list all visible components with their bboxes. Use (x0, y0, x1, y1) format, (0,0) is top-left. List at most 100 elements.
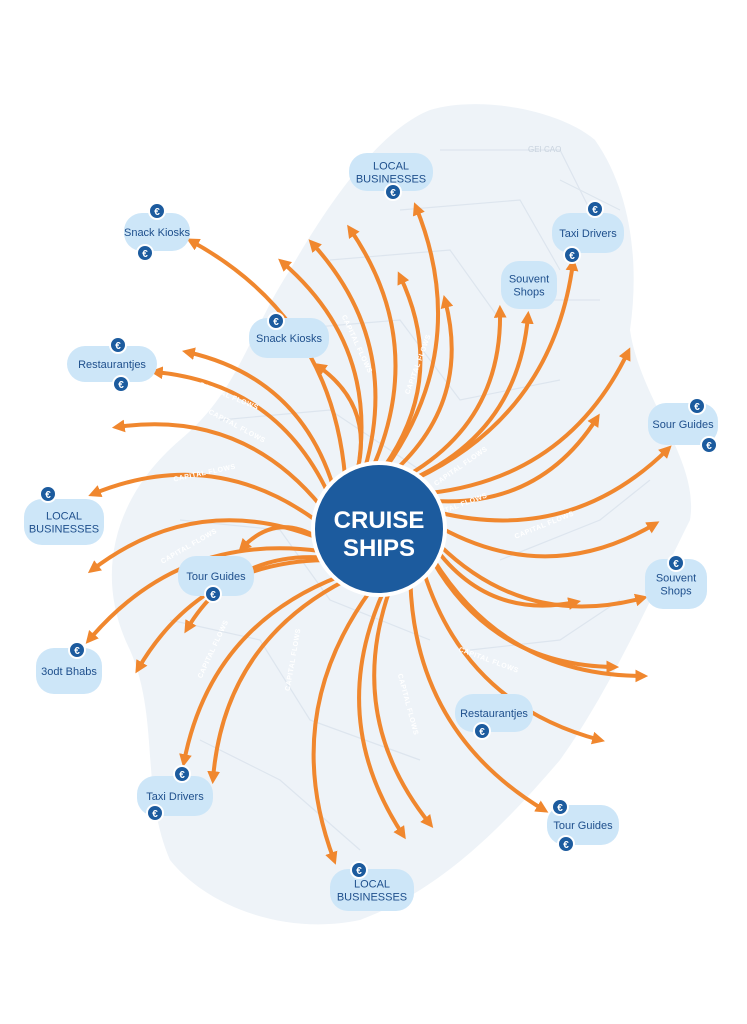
euro-icon-glyph: € (563, 840, 569, 851)
node-label: LOCAL (373, 161, 409, 173)
flow-arrow (179, 574, 342, 768)
flow-arrow (149, 366, 331, 496)
euro-icon-glyph: € (390, 188, 396, 199)
node-bubble (552, 213, 624, 253)
node-taxi-drivers-top-right: Taxi Drivers € € (552, 200, 624, 264)
flow-arrow (421, 569, 605, 745)
euro-icon (112, 375, 130, 393)
node-label: LOCAL (46, 511, 82, 523)
euro-icon (136, 244, 154, 262)
node-label: Taxi Drivers (146, 791, 204, 803)
node-label: Sour Guides (652, 419, 714, 431)
flow-arrow (394, 295, 454, 472)
node-label: Restaurantjes (460, 708, 528, 720)
node-tour-guides-bottom-right: Tour Guides€€ (547, 798, 619, 853)
euro-icon (39, 485, 57, 503)
node-bubble (455, 694, 533, 732)
node-label: BUSINESSES (356, 174, 426, 186)
euro-icon (586, 200, 604, 218)
node-bubble (349, 153, 433, 191)
node-label: Tour Guides (553, 820, 613, 832)
node-bubble (178, 556, 254, 596)
flow-arrow (111, 419, 324, 509)
map-label: GEI CAO (528, 145, 561, 154)
node-label: Souvent (509, 274, 549, 286)
node-label: Souvent (656, 573, 696, 585)
euro-icon (557, 835, 575, 853)
flow-arrow (413, 257, 579, 481)
euro-icon-glyph: € (45, 490, 51, 501)
euro-icon-glyph: € (479, 727, 485, 738)
euro-icon-glyph: € (74, 646, 80, 657)
node-label: Snack Kiosks (124, 227, 191, 239)
flow-arrow (88, 472, 320, 524)
node-label: BUSINESSES (337, 892, 407, 904)
node-label: Shops (513, 287, 545, 299)
cruise-ships-hub: CRUISE SHIPS (311, 461, 447, 597)
node-label: Snack Kiosks (256, 333, 323, 345)
euro-icon (148, 202, 166, 220)
flow-arrows (85, 202, 672, 865)
flow-arrow (313, 363, 363, 473)
node-label: Taxi Drivers (559, 228, 617, 240)
flow-arrow (238, 525, 320, 552)
euro-icon-glyph: € (673, 559, 679, 570)
node-label: BUSINESSES (29, 524, 99, 536)
node-bubble (67, 346, 157, 382)
euro-icon (551, 798, 569, 816)
flow-arrow (311, 588, 373, 865)
euro-icon-glyph: € (118, 380, 124, 391)
euro-icon-glyph: € (179, 770, 185, 781)
euro-icon-glyph: € (273, 317, 279, 328)
euro-icon (146, 804, 164, 822)
node-bubble (547, 805, 619, 845)
node-label: 3odt Bhabs (41, 666, 97, 678)
hub-label-line2: SHIPS (343, 535, 415, 562)
flow-arrow (357, 588, 406, 840)
node-tour-guides-center: Tour Guides € (178, 556, 254, 603)
euro-icon (384, 183, 402, 201)
euro-icon (700, 436, 718, 454)
euro-icon-glyph: € (592, 205, 598, 216)
euro-icon (68, 641, 86, 659)
euro-icon-glyph: € (142, 249, 148, 260)
node-label: Shops (660, 586, 692, 598)
flow-arrow (439, 521, 660, 559)
euro-icon (267, 312, 285, 330)
node-taxi-drivers-bottom: Taxi Drivers € € (137, 765, 213, 822)
node-snack-kiosks-center: Snack Kiosks € (249, 312, 329, 358)
node-bubble (124, 213, 190, 251)
flow-arrow (372, 588, 434, 828)
flow-arrow (431, 557, 649, 683)
euro-icon (667, 554, 685, 572)
node-label: Tour Guides (186, 571, 246, 583)
euro-icon (109, 336, 127, 354)
euro-icon-glyph: € (569, 251, 575, 262)
euro-icon-glyph: € (152, 809, 158, 820)
flow-arrow (437, 542, 648, 609)
flow-arrow (436, 445, 672, 523)
flow-arrow (382, 271, 423, 470)
node-restaurants-bottom: Restaurantjes € (455, 694, 533, 740)
euro-icon-glyph: € (210, 590, 216, 601)
node-restaurants-left: Restaurantjes€€ (67, 336, 157, 393)
hub-label-line1: CRUISE (334, 507, 425, 534)
euro-icon-glyph: € (694, 402, 700, 413)
euro-icon-glyph: € (154, 207, 160, 218)
node-label: LOCAL (354, 879, 390, 891)
flow-arrow (408, 580, 549, 813)
euro-icon (173, 765, 191, 783)
node-snack-kiosks-top-left: Snack Kiosks € € (124, 202, 191, 262)
flow-arrow (347, 224, 398, 470)
euro-icon (688, 397, 706, 415)
euro-icon (350, 861, 368, 879)
euro-icon (473, 722, 491, 740)
euro-icon-glyph: € (356, 866, 362, 877)
